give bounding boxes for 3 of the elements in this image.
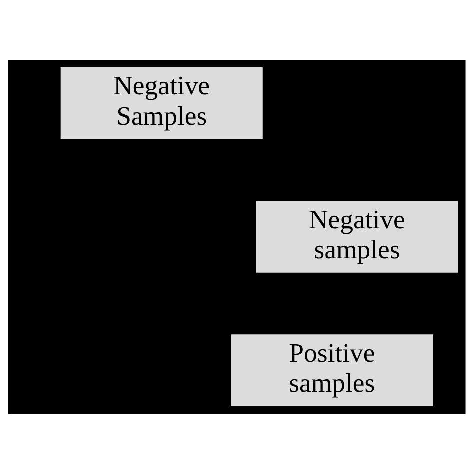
node-box: Negative samples bbox=[254, 199, 460, 275]
node-box: Negative Samples bbox=[59, 66, 265, 141]
node-box: Positive samples bbox=[229, 333, 435, 408]
